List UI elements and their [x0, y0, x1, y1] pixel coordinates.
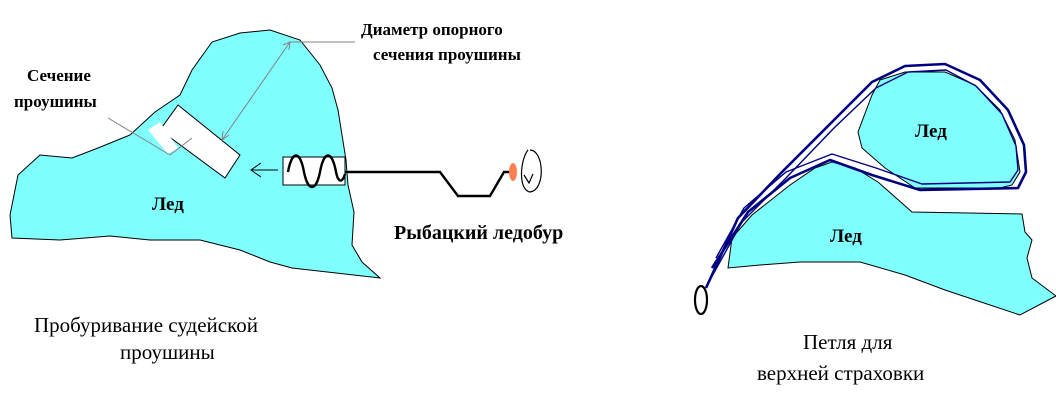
- section-label-line2: проушины: [14, 92, 97, 111]
- diameter-arrowhead-bottom-icon: [221, 130, 230, 142]
- drill-auger-icon: [286, 154, 347, 189]
- rotation-arrow-icon: [520, 149, 542, 193]
- right-lower-ice-block: [727, 161, 1056, 316]
- diameter-arrowhead-top-icon: [282, 41, 291, 51]
- drill-handle: [509, 163, 517, 181]
- drill-shaft: [345, 170, 512, 198]
- right-lower-ice-label: Лед: [830, 226, 862, 247]
- diameter-label-line2: сечения проушины: [373, 45, 521, 64]
- diameter-leader-diagonal: [221, 41, 291, 141]
- right-upper-ice-label: Лед: [915, 121, 947, 142]
- drill-direction-arrowhead-icon: [250, 162, 262, 178]
- section-leader-line-2: [169, 137, 193, 156]
- safety-rope-loop: [704, 62, 1028, 289]
- drill-label: Рыбацкий ледобур: [394, 222, 564, 244]
- left-caption-line2: проушины: [120, 340, 215, 364]
- eyelet-section: [159, 104, 241, 179]
- left-ice-label: Лед: [152, 194, 184, 215]
- section-label-line1: Сечение: [27, 66, 91, 85]
- eyelet-notch: [148, 122, 178, 154]
- safety-rope-strand: [709, 69, 1019, 281]
- right-caption-line2: верхней страховки: [757, 361, 925, 385]
- rotation-arrowhead-icon: [523, 173, 534, 185]
- diameter-label-line1: Диаметр опорного: [361, 20, 503, 39]
- right-caption-line1: Петля для: [803, 330, 893, 354]
- rope-end-loop-icon: [693, 284, 709, 316]
- section-leader-line: [107, 117, 171, 156]
- left-caption-line1: Пробуривание судейской: [34, 313, 258, 337]
